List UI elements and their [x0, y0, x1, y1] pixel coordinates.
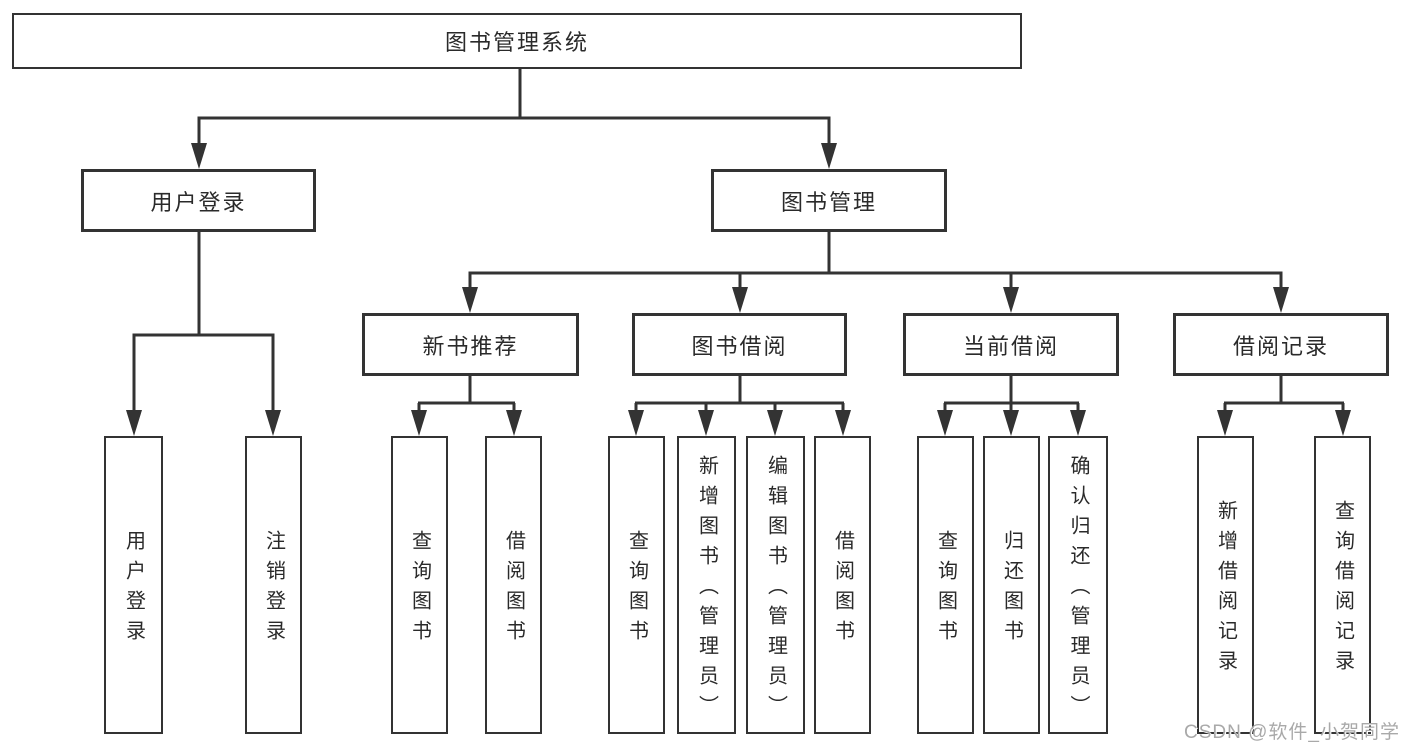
leaf-return-books: 归还图书 — [983, 436, 1040, 734]
node-library-system: 图书管理系统 — [12, 13, 1022, 69]
node-book-management: 图书管理 — [711, 169, 947, 232]
node-current-borrow: 当前借阅 — [903, 313, 1119, 376]
leaf-add-book-admin: 新增图书（管理员） — [677, 436, 736, 734]
leaf-user-login-label: 用户登录 — [122, 530, 145, 650]
leaf-return-books-label: 归还图书 — [1000, 530, 1023, 650]
leaf-add-borrow-record-label: 新增借阅记录 — [1214, 500, 1237, 680]
connector-newbooks-to-leaves — [411, 376, 522, 436]
leaf-query-borrow-record: 查询借阅记录 — [1314, 436, 1371, 734]
leaf-borrow-books-recommend: 借阅图书 — [485, 436, 542, 734]
connector-current-to-leaves — [937, 376, 1086, 436]
leaf-logout: 注销登录 — [245, 436, 302, 734]
node-book-borrow: 图书借阅 — [632, 313, 847, 376]
leaf-edit-book-admin-label: 编辑图书（管理员） — [764, 455, 787, 725]
leaf-confirm-return-admin: 确认归还（管理员） — [1048, 436, 1108, 734]
leaf-query-books-current-label: 查询图书 — [934, 530, 957, 650]
node-user-login-group: 用户登录 — [81, 169, 316, 232]
leaf-query-borrow-record-label: 查询借阅记录 — [1331, 500, 1354, 680]
connector-records-to-leaves — [1217, 376, 1351, 436]
leaf-borrow-books-label: 借阅图书 — [831, 530, 854, 650]
connector-userlogin-to-leaves — [126, 232, 281, 436]
node-borrow-records: 借阅记录 — [1173, 313, 1389, 376]
leaf-logout-label: 注销登录 — [262, 530, 285, 650]
connector-root-to-level2 — [191, 69, 837, 169]
leaf-query-books-current: 查询图书 — [917, 436, 974, 734]
leaf-borrow-books-recommend-label: 借阅图书 — [502, 530, 525, 650]
leaf-user-login: 用户登录 — [104, 436, 163, 734]
leaf-add-borrow-record: 新增借阅记录 — [1197, 436, 1254, 734]
leaf-edit-book-admin: 编辑图书（管理员） — [746, 436, 805, 734]
watermark-text: CSDN @软件_小贺同学 — [1184, 722, 1400, 743]
leaf-borrow-books: 借阅图书 — [814, 436, 871, 734]
leaf-add-book-admin-label: 新增图书（管理员） — [695, 455, 718, 725]
node-new-book-recommend: 新书推荐 — [362, 313, 579, 376]
leaf-confirm-return-admin-label: 确认归还（管理员） — [1067, 455, 1089, 725]
leaf-query-books-borrow: 查询图书 — [608, 436, 665, 734]
connector-bookmgmt-to-level3 — [462, 232, 1289, 313]
leaf-query-books-recommend-label: 查询图书 — [408, 530, 431, 650]
leaf-query-books-recommend: 查询图书 — [391, 436, 448, 734]
leaf-query-books-borrow-label: 查询图书 — [625, 530, 648, 650]
connector-borrow-to-leaves — [628, 376, 851, 436]
